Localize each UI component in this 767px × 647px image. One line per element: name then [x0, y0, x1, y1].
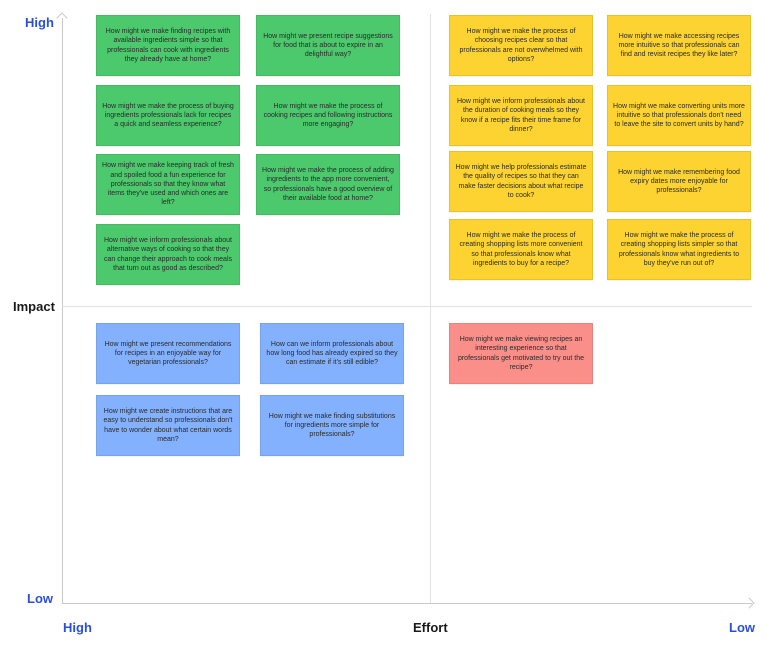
effort-axis — [62, 603, 752, 604]
impact-low-label: Low — [27, 591, 53, 606]
sticky-note-yellow[interactable]: How might we inform professionals about … — [449, 85, 593, 146]
sticky-note-yellow[interactable]: How might we make converting units more … — [607, 85, 751, 146]
sticky-note-blue[interactable]: How might we make finding substitutions … — [260, 395, 404, 456]
impact-axis-arrow-icon — [56, 12, 68, 24]
sticky-note-yellow[interactable]: How might we make remembering food expir… — [607, 151, 751, 212]
sticky-note-yellow[interactable]: How might we help professionals estimate… — [449, 151, 593, 212]
impact-axis-label: Impact — [13, 299, 55, 314]
impact-high-label: High — [25, 15, 54, 30]
sticky-note-green[interactable]: How might we make the process of buying … — [96, 85, 240, 146]
effort-high-label: High — [63, 620, 92, 635]
sticky-note-yellow[interactable]: How might we make the process of creatin… — [449, 219, 593, 280]
sticky-note-yellow[interactable]: How might we make accessing recipes more… — [607, 15, 751, 76]
sticky-note-green[interactable]: How might we make the process of cooking… — [256, 85, 400, 146]
vertical-quadrant-divider — [430, 14, 431, 603]
effort-axis-arrow-icon — [743, 597, 755, 609]
sticky-note-green[interactable]: How might we make the process of adding … — [256, 154, 400, 215]
effort-low-label: Low — [729, 620, 755, 635]
sticky-note-blue[interactable]: How can we inform professionals about ho… — [260, 323, 404, 384]
sticky-note-green[interactable]: How might we make finding recipes with a… — [96, 15, 240, 76]
sticky-note-green[interactable]: How might we make keeping track of fresh… — [96, 154, 240, 215]
sticky-note-green[interactable]: How might we present recipe suggestions … — [256, 15, 400, 76]
impact-axis — [62, 18, 63, 603]
sticky-note-yellow[interactable]: How might we make the process of choosin… — [449, 15, 593, 76]
sticky-note-blue[interactable]: How might we create instructions that ar… — [96, 395, 240, 456]
sticky-note-yellow[interactable]: How might we make the process of creatin… — [607, 219, 751, 280]
sticky-note-red[interactable]: How might we make viewing recipes an int… — [449, 323, 593, 384]
horizontal-quadrant-divider — [62, 306, 752, 307]
effort-axis-label: Effort — [413, 620, 448, 635]
sticky-note-green[interactable]: How might we inform professionals about … — [96, 224, 240, 285]
sticky-note-blue[interactable]: How might we present recommendations for… — [96, 323, 240, 384]
